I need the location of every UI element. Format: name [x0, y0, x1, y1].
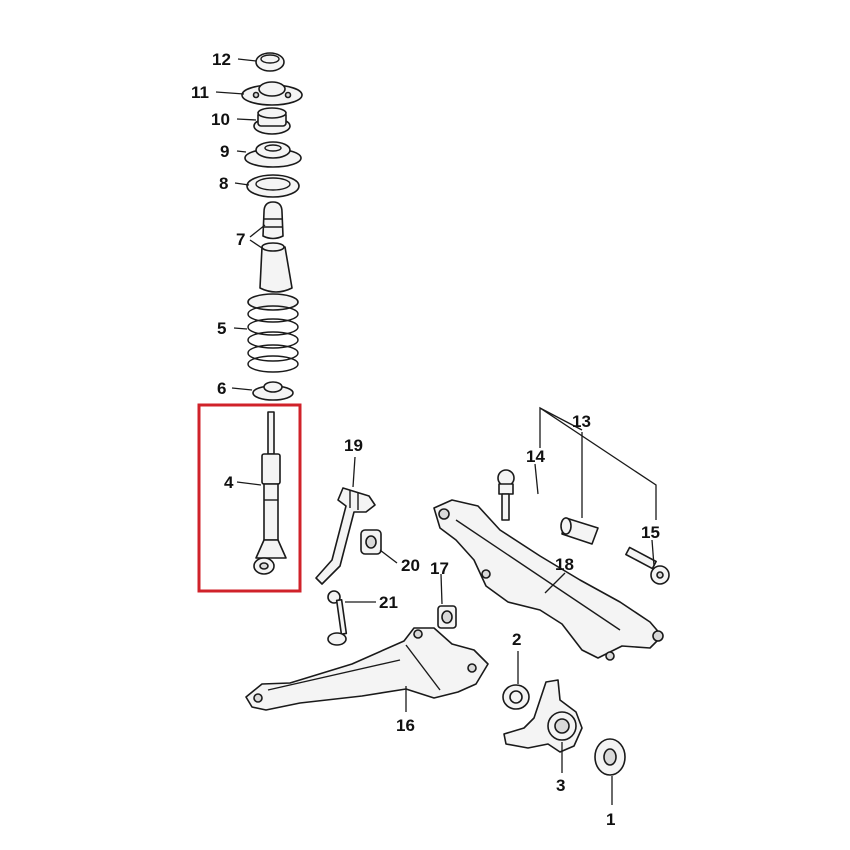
part-21-stabilizer-link[interactable] — [327, 590, 348, 646]
part-6-lower-spring-seat[interactable] — [252, 381, 294, 401]
callout-labels: 12 11 10 9 8 7 5 6 4 19 20 21 17 16 18 2… — [191, 50, 660, 829]
leader-lines — [215, 58, 657, 805]
callout-1: 1 — [606, 810, 615, 829]
callout-18: 18 — [555, 555, 574, 574]
part-17-arm-bushing[interactable] — [437, 605, 457, 629]
callout-16: 16 — [396, 716, 415, 735]
callout-13: 13 — [572, 412, 591, 431]
part-10-bearing[interactable] — [253, 107, 291, 135]
callout-3: 3 — [556, 776, 565, 795]
callout-9: 9 — [220, 142, 229, 161]
part-16-lower-arm[interactable] — [245, 627, 489, 711]
part-1-hub-flange[interactable] — [594, 738, 626, 776]
callout-6: 6 — [217, 379, 226, 398]
callout-8: 8 — [219, 174, 228, 193]
callout-15: 15 — [641, 523, 660, 542]
callout-19: 19 — [344, 436, 363, 455]
part-13-bushing-sleeve[interactable] — [560, 517, 599, 545]
part-20-stabilizer-bushing[interactable] — [360, 529, 382, 555]
part-11-upper-mount[interactable] — [241, 81, 303, 106]
part-3-knuckle[interactable] — [503, 679, 583, 753]
part-14-toe-link[interactable] — [497, 469, 515, 521]
part-4-shock-absorber[interactable] — [253, 411, 287, 575]
callout-17: 17 — [430, 559, 449, 578]
part-18-trailing-arm[interactable] — [433, 499, 664, 661]
callout-5: 5 — [217, 319, 226, 338]
highlight-box-part-4 — [197, 403, 302, 593]
part-9-upper-spring-seat[interactable] — [244, 141, 302, 168]
part-19-stabilizer-bar[interactable] — [315, 487, 376, 585]
part-7-bump-stop-and-boot[interactable] — [259, 201, 293, 293]
callout-2: 2 — [512, 630, 521, 649]
callout-11: 11 — [191, 83, 209, 102]
part-2-wheel-bearing[interactable] — [502, 684, 530, 710]
callout-10: 10 — [211, 110, 230, 129]
callout-20: 20 — [401, 556, 420, 575]
callout-14: 14 — [526, 447, 545, 466]
callout-21: 21 — [379, 593, 398, 612]
callout-12: 12 — [212, 50, 231, 69]
part-5-coil-spring[interactable] — [247, 293, 299, 373]
callout-4: 4 — [224, 473, 234, 492]
callout-7: 7 — [236, 230, 245, 249]
part-12-cap[interactable] — [255, 52, 285, 72]
part-8-insulator[interactable] — [246, 174, 300, 198]
part-15-tie-rod-end[interactable] — [625, 546, 670, 585]
